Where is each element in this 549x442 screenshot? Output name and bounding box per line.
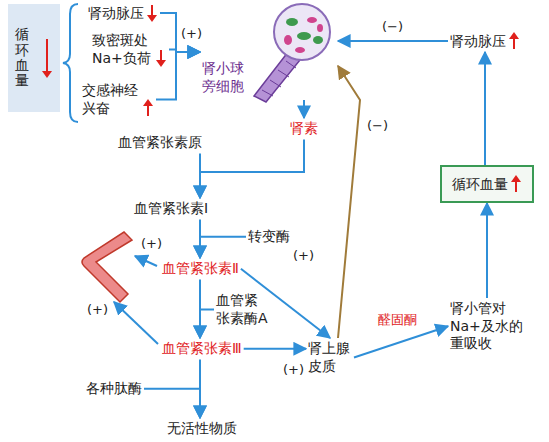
node-text: 血管紧张素Ⅰ [134, 200, 208, 218]
brace [63, 4, 78, 122]
edge-label: (−) [381, 19, 404, 35]
node-text: 致密斑处 Na+负荷 [92, 32, 153, 67]
volume-box: 循环血量 [440, 165, 534, 203]
node-text: 循环血量 [452, 176, 508, 194]
hormone-text: 血管紧张素Ⅱ [160, 258, 241, 280]
node-text: 血管紧张素Ⅲ [162, 340, 242, 358]
node-text: 肾小管对 Na+及水的 重吸收 [450, 300, 525, 353]
node-text: 交感神经 兴奋 [82, 82, 140, 117]
connector [244, 348, 306, 350]
edge-label: (−) [366, 118, 389, 134]
substance-text: 血管紧张素Ⅰ [132, 198, 210, 220]
enzyme-text: 转变酶 [246, 226, 292, 248]
node-text: 肾上腺 皮质 [308, 340, 352, 375]
hormone-text: 肾素 [288, 118, 320, 140]
node-text: 转变酶 [248, 228, 290, 246]
connector [156, 52, 200, 100]
node-text: 无活性物质 [167, 420, 237, 438]
effect-sign: (+) [282, 362, 305, 378]
node-text: 血管紧张素原 [118, 134, 202, 152]
red-arrow [41, 38, 53, 78]
effect-sign: (+) [180, 26, 203, 42]
enzyme-text: 血管紧 张素酶A [214, 290, 272, 329]
node-text: 肾动脉压 [450, 33, 506, 51]
red-arrow [155, 49, 167, 67]
edge-label: 醛固酮 [377, 312, 418, 328]
connector [200, 310, 214, 339]
red-arrow [510, 175, 522, 193]
condition-text: 交感神经 兴奋 [80, 80, 156, 119]
node-text: 肾动脉压 [88, 5, 144, 23]
organ-text: 肾上腺 皮质 [306, 338, 354, 377]
connector [486, 203, 488, 298]
red-arrow [508, 32, 520, 50]
effect-sign: (+) [292, 248, 315, 264]
condition-text: 肾动脉压 [86, 2, 160, 24]
connector [200, 140, 304, 199]
condition-text: 肾动脉压 [448, 30, 522, 52]
connector [338, 66, 360, 338]
glomerulus [254, 4, 330, 102]
substance-text: 血管紧张素原 [116, 132, 204, 154]
connector [144, 389, 200, 418]
process-text: 肾小管对 Na+及水的 重吸收 [448, 298, 527, 355]
connector [303, 100, 305, 118]
connector [338, 40, 448, 42]
red-arrow [142, 99, 154, 117]
blood-vessel [82, 232, 132, 302]
volume-box: 循环血量 [8, 4, 60, 112]
condition-text: 致密斑处 Na+负荷 [90, 30, 169, 69]
hormone-text: 血管紧张素Ⅲ [160, 338, 244, 360]
arrow [135, 256, 157, 266]
cell-label: 肾小球 旁细胞 [200, 0, 338, 100]
node-text: 肾小球 旁细胞 [202, 60, 246, 95]
connector [199, 154, 201, 199]
node-text: 血管紧张素Ⅱ [162, 260, 239, 278]
effect-sign: (+) [86, 302, 109, 318]
node-text: 肾素 [290, 120, 318, 138]
connector [354, 326, 448, 357]
node-text: 血管紧 张素酶A [216, 292, 270, 327]
red-arrow [146, 4, 158, 22]
effect-sign: (+) [140, 236, 163, 252]
substance-text: 无活性物质 [165, 418, 239, 440]
arrow [114, 302, 158, 344]
node-text: 各种肽酶 [86, 380, 142, 398]
connector [484, 52, 486, 165]
enzyme-text: 各种肽酶 [84, 378, 144, 400]
connector [200, 237, 246, 258]
node-text: 循环血量 [15, 27, 29, 89]
